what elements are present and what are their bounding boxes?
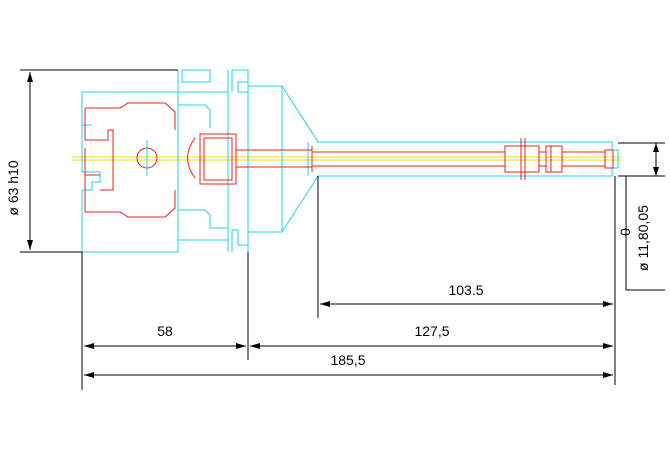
dim-diameter-bore: ø 11,80,05 (635, 205, 651, 271)
dim-diameter-body: ø 63 h10 (5, 160, 21, 215)
dim-right-length: 127,5 (414, 323, 449, 339)
dim-reach: 103.5 (448, 282, 483, 298)
dim-tolerance: 0 (617, 228, 633, 236)
dimension-lines (20, 69, 665, 390)
dim-total-length: 185,5 (330, 352, 365, 368)
holder-outline (81, 69, 619, 253)
dim-left-length: 58 (157, 323, 173, 339)
inner-part (84, 102, 614, 218)
